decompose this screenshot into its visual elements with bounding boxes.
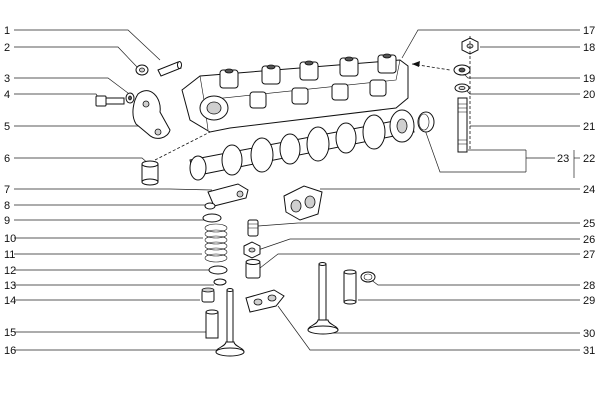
callout-27: 27 (583, 249, 595, 261)
callout-4: 4 (4, 89, 10, 101)
leader-20 (463, 87, 580, 95)
washer (125, 92, 135, 104)
leader-2 (14, 46, 139, 69)
callout-19: 19 (583, 73, 595, 85)
stud-hardware (453, 37, 479, 153)
left-leader-lines (14, 29, 228, 351)
adjuster-screw (247, 219, 259, 237)
seal-ring (360, 271, 376, 283)
leader-23c (424, 129, 526, 173)
dowel-pin (157, 61, 182, 77)
valve-spring-assembly (202, 202, 228, 286)
callout-25: 25 (583, 218, 595, 230)
camshaft (189, 109, 415, 181)
right-callouts: 17 18 19 20 21 22 23 24 25 26 27 28 29 3… (557, 25, 595, 357)
callout-9: 9 (4, 215, 10, 227)
valve-right (307, 262, 339, 335)
leader-4 (14, 93, 101, 101)
housing-towers (219, 53, 397, 109)
leader-28 (369, 278, 580, 286)
lock-nut (243, 241, 261, 259)
alignment-line-left (154, 131, 211, 161)
camshaft-housing (181, 53, 409, 133)
callout-10: 10 (4, 233, 16, 245)
callout-11: 11 (4, 249, 15, 261)
leader-27 (259, 253, 580, 269)
camshaft-plug (417, 111, 435, 133)
leader-1 (14, 29, 161, 61)
locking-plate (283, 185, 323, 221)
callout-6: 6 (4, 153, 10, 165)
leader-3 (14, 77, 129, 94)
callout-5: 5 (4, 121, 10, 133)
leader-31 (277, 305, 580, 351)
leader-25 (257, 222, 580, 227)
valve-guide-right (343, 269, 357, 305)
callout-29: 29 (583, 295, 595, 307)
callout-26: 26 (583, 234, 595, 246)
leader-19 (461, 71, 580, 79)
callout-18: 18 (583, 42, 595, 54)
callout-31: 31 (583, 345, 595, 357)
callout-17: 17 (583, 25, 595, 37)
bracket-plate (132, 90, 171, 139)
callout-16: 16 (4, 345, 16, 357)
callout-12: 12 (4, 265, 16, 277)
callout-7: 7 (4, 184, 10, 196)
leader-17 (401, 29, 580, 59)
callout-23: 23 (557, 153, 569, 165)
leader-6 (14, 157, 151, 166)
callout-28: 28 (583, 280, 595, 292)
leader-7 (14, 188, 213, 191)
gasket-plate (245, 289, 285, 313)
small-nut (135, 64, 149, 76)
valve-left (215, 288, 245, 357)
callout-14: 14 (4, 295, 16, 307)
leader-26 (257, 238, 580, 251)
callout-20: 20 (583, 89, 595, 101)
valve-guide (205, 309, 219, 339)
callout-24: 24 (583, 184, 595, 196)
tappet-bucket (245, 259, 261, 279)
callout-22: 22 (583, 153, 595, 165)
callout-21: 21 (583, 121, 595, 133)
valve-spring (204, 223, 228, 263)
callout-15: 15 (4, 327, 16, 339)
alignment-arrow (412, 61, 420, 67)
valve-seal (201, 287, 215, 303)
bolt (95, 95, 125, 107)
callout-1: 1 (4, 25, 10, 37)
leader-30 (327, 319, 580, 334)
cam-follower (207, 183, 249, 207)
bushing (141, 160, 159, 186)
callout-8: 8 (4, 200, 10, 212)
callout-30: 30 (583, 328, 595, 340)
callout-2: 2 (4, 42, 10, 54)
left-callouts: 1 2 3 4 5 6 7 8 9 10 11 12 13 14 15 16 (4, 25, 16, 357)
callout-3: 3 (4, 73, 10, 85)
callout-13: 13 (4, 280, 16, 292)
